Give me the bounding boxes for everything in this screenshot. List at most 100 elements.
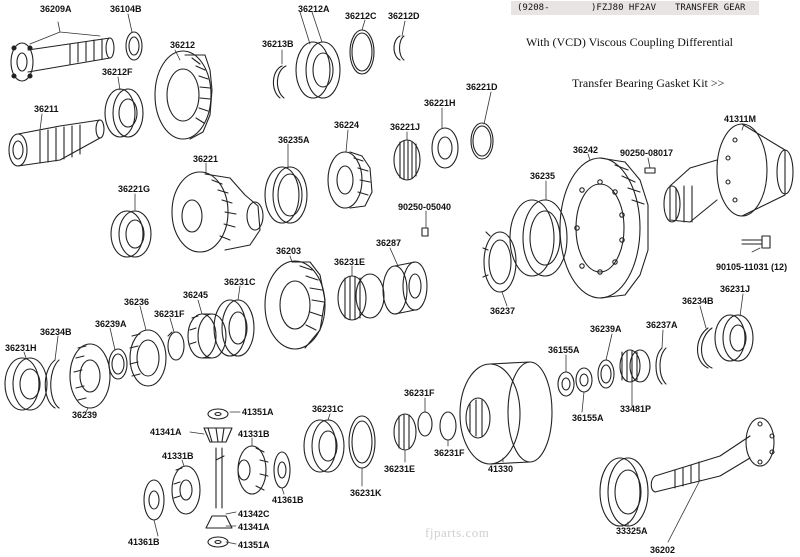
label-36239A-right: 36239A — [590, 324, 622, 334]
label-41331B-left: 41331B — [162, 451, 194, 461]
leader-lines — [23, 11, 761, 545]
label-36209A: 36209A — [40, 4, 72, 14]
part-33325A-seal[interactable] — [599, 457, 649, 527]
part-36239A-right-ring[interactable] — [597, 359, 615, 389]
part-36212-gear[interactable] — [154, 50, 213, 140]
label-36212F: 36212F — [102, 67, 133, 77]
label-41331B-top: 41331B — [238, 429, 270, 439]
part-90250-08017-pin[interactable] — [644, 167, 656, 174]
label-36211: 36211 — [34, 104, 59, 114]
part-36235-bearing[interactable] — [509, 199, 568, 277]
label-36221D: 36221D — [466, 82, 498, 92]
label-36212D: 36212D — [388, 11, 420, 21]
part-36242-ring-gear[interactable] — [559, 157, 649, 299]
label-36236: 36236 — [124, 297, 149, 307]
part-41331B-left-gear[interactable] — [171, 465, 201, 515]
part-36231C-top-bearing[interactable] — [213, 299, 255, 357]
label-36234B-left: 36234B — [40, 327, 72, 337]
label-36245: 36245 — [183, 290, 208, 300]
part-41341A-bottom-gear[interactable] — [205, 515, 233, 529]
part-36231F-mid-ring[interactable] — [417, 411, 433, 437]
part-36231F-bottom-ring[interactable] — [439, 411, 457, 441]
label-36155A-bottom: 36155A — [572, 413, 604, 423]
part-36221-gear[interactable] — [171, 171, 264, 253]
label-36231F-mid: 36231F — [404, 388, 435, 398]
part-36237A-ring[interactable] — [655, 347, 667, 385]
part-41311M-diff-case[interactable] — [663, 123, 794, 223]
part-41341A-top-gear[interactable] — [203, 427, 233, 443]
label-90250-08017: 90250-08017 — [620, 148, 673, 158]
part-36245-gear[interactable] — [187, 313, 227, 359]
part-36221J-needle-bearing[interactable] — [393, 139, 421, 181]
part-33481P-sleeve[interactable] — [619, 349, 651, 383]
part-36213B-snapring[interactable] — [272, 65, 287, 99]
gasket-kit-link[interactable]: Transfer Bearing Gasket Kit >> — [572, 76, 725, 90]
part-36239A-ring[interactable] — [108, 348, 128, 380]
part-41361B-right-washer[interactable] — [273, 451, 291, 489]
part-36211-shaft[interactable] — [8, 119, 105, 167]
part-36237-synchro-ring[interactable] — [482, 231, 517, 293]
part-36209A-flange[interactable] — [10, 37, 115, 82]
label-36104B: 36104B — [110, 4, 142, 14]
part-36239-gear[interactable] — [69, 343, 111, 409]
part-36231E-needle-bearing[interactable] — [337, 273, 385, 321]
part-labels: 36209A 36104B 36212A 36212C 36212D 36213… — [5, 4, 787, 555]
part-41331B-top-gear[interactable] — [237, 445, 269, 495]
subtitle: With (VCD) Viscous Coupling Differential — [526, 35, 733, 49]
part-36234B-left-snapring[interactable] — [44, 359, 60, 409]
part-36202-output-shaft[interactable] — [650, 417, 775, 493]
label-90105-11031: 90105-11031 (12) — [716, 262, 787, 272]
part-36221H-bearing[interactable] — [431, 127, 459, 169]
part-36212C-ring[interactable] — [349, 29, 375, 75]
label-36231H: 36231H — [5, 343, 37, 353]
label-41311M: 41311M — [724, 114, 756, 124]
part-41351A-top-washer[interactable] — [207, 408, 229, 420]
part-36212A-bearing[interactable] — [295, 41, 341, 99]
part-41361B-left-washer[interactable] — [143, 479, 165, 521]
label-36231J: 36231J — [720, 284, 750, 294]
part-36221D-ring[interactable] — [470, 122, 494, 160]
part-36212D-snapring[interactable] — [393, 35, 405, 61]
part-36231J-bearing[interactable] — [714, 314, 754, 362]
part-36236-sleeve[interactable] — [129, 329, 167, 387]
label-36155A-top: 36155A — [548, 345, 580, 355]
part-36104B-seal[interactable] — [125, 31, 143, 61]
part-36155A-bottom-washer[interactable] — [575, 367, 593, 393]
label-36213B: 36213B — [262, 39, 294, 49]
part-36234B-right-snapring[interactable] — [696, 327, 713, 369]
label-36239: 36239 — [72, 410, 97, 420]
label-36287: 36287 — [376, 238, 401, 248]
label-41361B-right: 41361B — [272, 495, 304, 505]
label-36224: 36224 — [334, 120, 359, 130]
label-36235A: 36235A — [278, 135, 310, 145]
part-90250-05040-pin[interactable] — [421, 227, 429, 237]
label-36234B-right: 36234B — [682, 296, 714, 306]
part-36231C-mid-bearing[interactable] — [303, 419, 345, 473]
header-date-range: (9208- — [517, 3, 550, 13]
part-36231K-ring[interactable] — [348, 415, 376, 469]
label-41351A-top: 41351A — [242, 407, 274, 417]
header-title: TRANSFER GEAR — [675, 3, 746, 13]
label-36231E-top: 36231E — [334, 257, 365, 267]
label-41361B-left: 41361B — [128, 537, 160, 547]
part-36287-sleeve[interactable] — [382, 261, 428, 315]
part-41351A-bottom-washer[interactable] — [207, 536, 229, 548]
part-41330-drum[interactable] — [459, 361, 553, 465]
part-36221G-bearing[interactable] — [110, 210, 152, 258]
part-36231E-mid-needle-bearing[interactable] — [393, 413, 417, 451]
part-36231F-top-ring[interactable] — [167, 331, 185, 361]
label-36221J: 36221J — [390, 122, 420, 132]
part-36235A-ring[interactable] — [264, 166, 308, 224]
part-36224-gear[interactable] — [327, 151, 373, 209]
part-36203-gear[interactable] — [264, 260, 326, 350]
label-36203: 36203 — [276, 246, 301, 256]
label-36237: 36237 — [490, 306, 515, 316]
part-36212F-bearing[interactable] — [104, 88, 144, 138]
part-36155A-top-washer[interactable] — [557, 371, 575, 397]
label-36242: 36242 — [573, 145, 598, 155]
label-33325A: 33325A — [616, 526, 648, 536]
part-36231H-bearing[interactable] — [4, 357, 48, 411]
part-90105-11031-bolt[interactable] — [741, 235, 771, 249]
part-41342C-shaft[interactable] — [215, 447, 225, 509]
